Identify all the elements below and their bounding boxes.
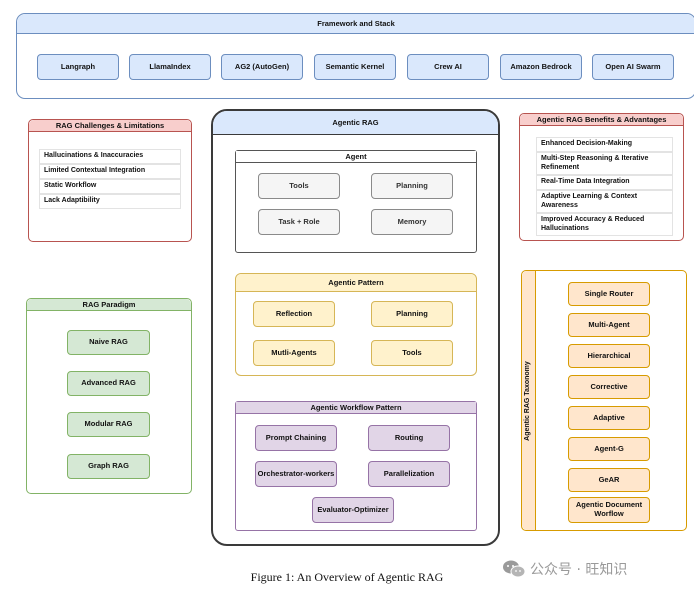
- workflow-orchestrator-workers: Orchestrator-workers: [255, 461, 337, 487]
- challenge-item: Hallucinations & Inaccuracies: [39, 149, 181, 164]
- taxonomy-single-router: Single Router: [568, 282, 650, 306]
- agent-title: Agent: [236, 151, 476, 163]
- pattern-tools: Tools: [371, 340, 453, 366]
- taxonomy-title: Agentic RAG Taxonomy: [524, 361, 531, 441]
- paradigm-graph-rag: Graph RAG: [67, 454, 150, 479]
- taxonomy-agentic-document-workflow: Agentic Document Worflow: [568, 497, 650, 523]
- paradigm-advanced-rag: Advanced RAG: [67, 371, 150, 396]
- pattern-planning: Planning: [371, 301, 453, 327]
- framework-title: Framework and Stack: [17, 14, 694, 34]
- agent-planning: Planning: [371, 173, 453, 199]
- challenge-item: Limited Contextual Integration: [39, 164, 181, 179]
- paradigm-modular-rag: Modular RAG: [67, 412, 150, 437]
- challenges-panel: RAG Challenges & Limitations Hallucinati…: [28, 119, 192, 242]
- framework-crew-ai: Crew AI: [407, 54, 489, 80]
- figure-caption: Figure 1: An Overview of Agentic RAG: [250, 570, 444, 584]
- agent-panel: Agent: [235, 150, 477, 253]
- taxonomy-hierarchical: Hierarchical: [568, 344, 650, 368]
- agent-memory: Memory: [371, 209, 453, 235]
- workflow-pattern-title: Agentic Workflow Pattern: [236, 402, 476, 414]
- workflow-parallelization: Parallelization: [368, 461, 450, 487]
- workflow-routing: Routing: [368, 425, 450, 451]
- challenges-title: RAG Challenges & Limitations: [29, 120, 191, 132]
- agentic-rag-title: Agentic RAG: [213, 111, 498, 135]
- taxonomy-gear: GeAR: [568, 468, 650, 492]
- watermark-text: 公众号 · 旺知识: [530, 562, 628, 578]
- benefit-item: Real-Time Data Integration: [536, 175, 673, 190]
- benefit-item: Enhanced Decision-Making: [536, 137, 673, 152]
- benefits-title: Agentic RAG Benefits & Advantages: [520, 114, 683, 126]
- paradigm-naive-rag: Naive RAG: [67, 330, 150, 355]
- framework-open-ai-swarm: Open AI Swarm: [592, 54, 674, 80]
- benefit-item: Adaptive Learning & Context Awareness: [536, 190, 673, 213]
- benefit-item: Multi-Step Reasoning & Iterative Refinem…: [536, 152, 673, 175]
- workflow-evaluator-optimizer: Evaluator-Optimizer: [312, 497, 394, 523]
- wechat-icon: [503, 560, 526, 578]
- taxonomy-multi-agent: Multi-Agent: [568, 313, 650, 337]
- pattern-reflection: Reflection: [253, 301, 335, 327]
- framework-semantic-kernel: Semantic Kernel: [314, 54, 396, 80]
- workflow-prompt-chaining: Prompt Chaining: [255, 425, 337, 451]
- taxonomy-adaptive: Adaptive: [568, 406, 650, 430]
- framework-langraph: Langraph: [37, 54, 119, 80]
- challenge-item: Lack Adaptibility: [39, 194, 181, 209]
- benefits-panel: Agentic RAG Benefits & Advantages Enhanc…: [519, 113, 684, 241]
- paradigm-panel: RAG Paradigm: [26, 298, 192, 494]
- challenge-item: Static Workflow: [39, 179, 181, 194]
- pattern-multi-agents: Mutli-Agents: [253, 340, 335, 366]
- agent-tools: Tools: [258, 173, 340, 199]
- watermark: 公众号 · 旺知识: [502, 557, 690, 581]
- taxonomy-title-bar: [522, 271, 536, 530]
- agentic-pattern-title: Agentic Pattern: [236, 274, 476, 292]
- taxonomy-agent-g: Agent-G: [568, 437, 650, 461]
- agent-task-role: Task + Role: [258, 209, 340, 235]
- benefit-item: Improved Accuracy & Reduced Hallucinatio…: [536, 213, 673, 236]
- framework-ag2: AG2 (AutoGen): [221, 54, 303, 80]
- framework-llamaindex: LlamaIndex: [129, 54, 211, 80]
- framework-amazon-bedrock: Amazon Bedrock: [500, 54, 582, 80]
- taxonomy-corrective: Corrective: [568, 375, 650, 399]
- paradigm-title: RAG Paradigm: [27, 299, 191, 311]
